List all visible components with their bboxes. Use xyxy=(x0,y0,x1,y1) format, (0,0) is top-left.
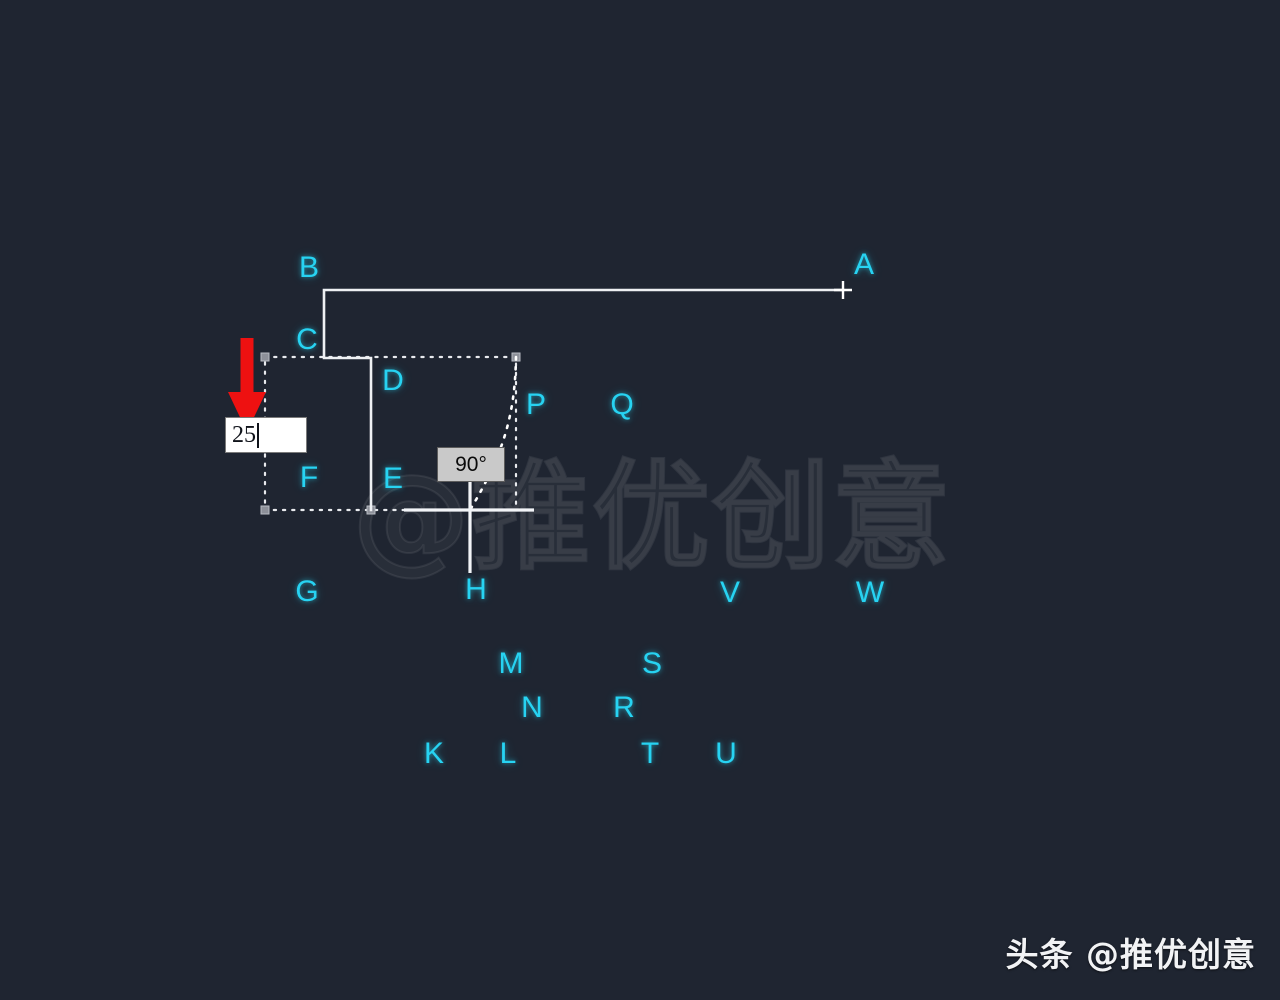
vertex-label-q: Q xyxy=(610,388,634,421)
vertex-label-k: K xyxy=(423,737,445,770)
angle-tooltip: 90° xyxy=(437,447,505,482)
angle-tooltip-value: 90° xyxy=(455,453,487,476)
vertex-label-l: L xyxy=(499,737,517,770)
vertex-label-r: R xyxy=(613,691,635,724)
vertex-label-s: S xyxy=(641,647,663,680)
dynamic-input-value: 25 xyxy=(232,422,256,448)
grip-handle[interactable] xyxy=(260,352,270,362)
endpoint-crosshair-icon xyxy=(834,281,852,299)
vertex-label-e: E xyxy=(382,462,404,495)
vertex-label-d: D xyxy=(382,364,404,397)
text-caret xyxy=(257,422,259,448)
red-arrow-annotation xyxy=(228,338,266,432)
grip-handle[interactable] xyxy=(260,505,270,515)
watermark-corner: 头条 @推优创意 xyxy=(1005,935,1256,974)
vertex-label-a: A xyxy=(853,248,875,281)
vertex-label-p: P xyxy=(525,388,547,421)
vertex-label-w: W xyxy=(855,576,885,609)
vertex-label-v: V xyxy=(719,576,741,609)
vertex-label-m: M xyxy=(498,647,524,680)
dynamic-input-field[interactable]: 25 xyxy=(225,417,307,453)
vertex-label-h: H xyxy=(465,573,487,606)
vertex-label-n: N xyxy=(521,691,543,724)
vertex-label-g: G xyxy=(295,575,319,608)
vertex-label-f: F xyxy=(299,461,319,494)
vertex-label-b: B xyxy=(298,251,320,284)
main-polyline[interactable] xyxy=(322,288,845,512)
preview-arc xyxy=(468,355,518,512)
vertex-label-t: T xyxy=(640,737,660,770)
vertex-label-u: U xyxy=(715,737,737,770)
vertex-label-c: C xyxy=(296,323,318,356)
